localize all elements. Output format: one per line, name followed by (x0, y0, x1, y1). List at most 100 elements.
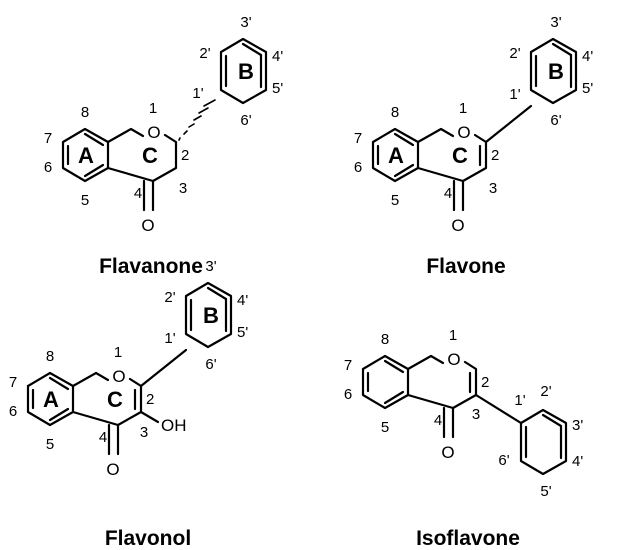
flavanone-double-bond (83, 163, 105, 178)
flavanone-position-4p: 4' (272, 48, 283, 65)
flavanone-ring-c-bond (106, 127, 145, 144)
flavonol-ring-link-bond (139, 348, 188, 388)
isoflavone-position-7: 7 (344, 357, 352, 374)
flavone-position-4p: 4' (582, 48, 593, 65)
flavanone-ring-b-label: B (238, 59, 254, 84)
flavone-position-2p: 2' (509, 45, 520, 62)
isoflavone-carbonyl-oxygen: O (441, 443, 454, 462)
flavone-position-4: 4 (444, 185, 452, 202)
flavanone-ring-oxygen: O (147, 123, 160, 142)
flavanone-position-6p: 6' (240, 112, 251, 129)
flavonol-ring-b (184, 281, 233, 349)
flavonol-position-3: 3 (140, 424, 148, 441)
flavonol-hydroxyl-bond (139, 410, 160, 424)
flavonol-position-6p: 6' (205, 356, 216, 373)
flavanone-ring-b (219, 37, 268, 105)
isoflavone-position-4: 4 (434, 412, 442, 429)
flavanone-double-bond (83, 132, 105, 147)
flavonol-double-bond (206, 286, 228, 301)
flavonol-position-numbers: 1 2 3 4 5 6 7 8 1' 2' 3' 4' 5' 6' (9, 258, 249, 453)
flavanone-title: Flavanone (99, 255, 203, 278)
flavone-position-5p: 5' (582, 80, 593, 97)
flavanone-position-6: 6 (44, 159, 52, 176)
isoflavone-ring-c-bond (406, 360, 478, 410)
flavone-position-3: 3 (489, 180, 497, 197)
isoflavone-position-2p: 2' (540, 383, 551, 400)
flavonol-title: Flavonol (105, 527, 191, 550)
flavanone-position-5: 5 (81, 192, 89, 209)
flavonol-position-6: 6 (9, 403, 17, 420)
isoflavone-ring-oxygen: O (447, 350, 460, 369)
flavone-position-7: 7 (354, 130, 362, 147)
isoflavone-position-5p: 5' (540, 483, 551, 500)
molecule-isoflavone: O O 1 2 3 4 5 6 7 8 1' 2' 3' 4' 5' 6' Is… (344, 327, 584, 550)
flavanone-hashed-wedge (178, 99, 216, 141)
molecule-flavonol: O O OH A C B 1 2 3 4 5 6 7 8 1' 2' 3' 4'… (9, 258, 249, 550)
flavanone-position-2p: 2' (199, 45, 210, 62)
flavonol-position-2: 2 (146, 391, 154, 408)
flavone-ring-b-label: B (548, 59, 564, 84)
isoflavone-double-bond (383, 390, 405, 405)
flavonol-position-4: 4 (99, 429, 107, 446)
flavanone-ring-a-label: A (78, 143, 94, 168)
flavonol-position-1: 1 (114, 344, 122, 361)
flavonol-position-5p: 5' (237, 324, 248, 341)
flavone-double-bond (393, 132, 415, 147)
flavanone-position-7: 7 (44, 130, 52, 147)
flavanone-double-bond (241, 42, 263, 57)
flavone-position-8: 8 (391, 104, 399, 121)
flavone-double-bond (551, 42, 573, 57)
isoflavone-double-bond (541, 413, 563, 428)
flavonol-position-7: 7 (9, 374, 17, 391)
flavonol-position-2p: 2' (164, 289, 175, 306)
flavanone-position-1: 1 (149, 100, 157, 117)
flavonol-carbonyl-oxygen: O (106, 460, 119, 479)
isoflavone-title: Isoflavone (416, 527, 520, 550)
isoflavone-ring-link-bond (474, 393, 523, 425)
isoflavone-position-8: 8 (381, 331, 389, 348)
flavonol-double-bond (48, 376, 70, 391)
isoflavone-position-4p: 4' (572, 453, 583, 470)
flavone-ring-oxygen: O (457, 123, 470, 142)
flavone-double-bond (393, 163, 415, 178)
isoflavone-position-3: 3 (472, 406, 480, 423)
isoflavone-ring-b (519, 408, 568, 476)
flavone-ring-c-bond (416, 127, 455, 144)
flavone-ring-link-bond (484, 104, 533, 144)
flavone-ring-b (529, 37, 578, 105)
flavanone-ring-c-label: C (142, 143, 158, 168)
flavone-position-1: 1 (459, 100, 467, 117)
flavanone-position-2: 2 (181, 147, 189, 164)
flavonol-ring-oxygen: O (112, 367, 125, 386)
flavone-position-6: 6 (354, 159, 362, 176)
flavone-ring-a-label: A (388, 143, 404, 168)
flavonol-ring-c-label: C (107, 387, 123, 412)
flavonol-hydroxyl: OH (161, 416, 187, 435)
flavone-position-6p: 6' (550, 112, 561, 129)
flavonol-position-5: 5 (46, 436, 54, 453)
flavanone-position-3: 3 (179, 180, 187, 197)
isoflavone-position-2: 2 (481, 374, 489, 391)
flavonol-ring-b-label: B (203, 303, 219, 328)
flavonol-double-bond (48, 407, 70, 422)
isoflavone-ring-c-bond (406, 354, 445, 371)
flavone-position-3p: 3' (550, 14, 561, 31)
flavone-position-1p: 1' (509, 86, 520, 103)
flavone-ring-c-label: C (452, 143, 468, 168)
flavanone-position-8: 8 (81, 104, 89, 121)
flavanone-carbonyl-oxygen: O (141, 216, 154, 235)
flavanone-ring-c-bond (106, 133, 178, 183)
isoflavone-bonds (361, 354, 568, 476)
flavonol-position-1p: 1' (164, 330, 175, 347)
flavone-carbonyl-oxygen: O (451, 216, 464, 235)
flavone-position-numbers: 1 2 3 4 5 6 7 8 1' 2' 3' 4' 5' 6' (354, 14, 594, 209)
flavone-bonds (371, 37, 578, 212)
flavanone-position-3p: 3' (240, 14, 251, 31)
flavanone-position-numbers: 1 2 3 4 5 6 7 8 1' 2' 3' 4' 5' 6' (44, 14, 284, 209)
flavonol-ring-c-bond (71, 371, 110, 388)
flavone-position-2: 2 (491, 147, 499, 164)
flavone-title: Flavone (426, 255, 505, 278)
flavone-ring-c-bond (416, 133, 488, 183)
flavonol-position-4p: 4' (237, 292, 248, 309)
